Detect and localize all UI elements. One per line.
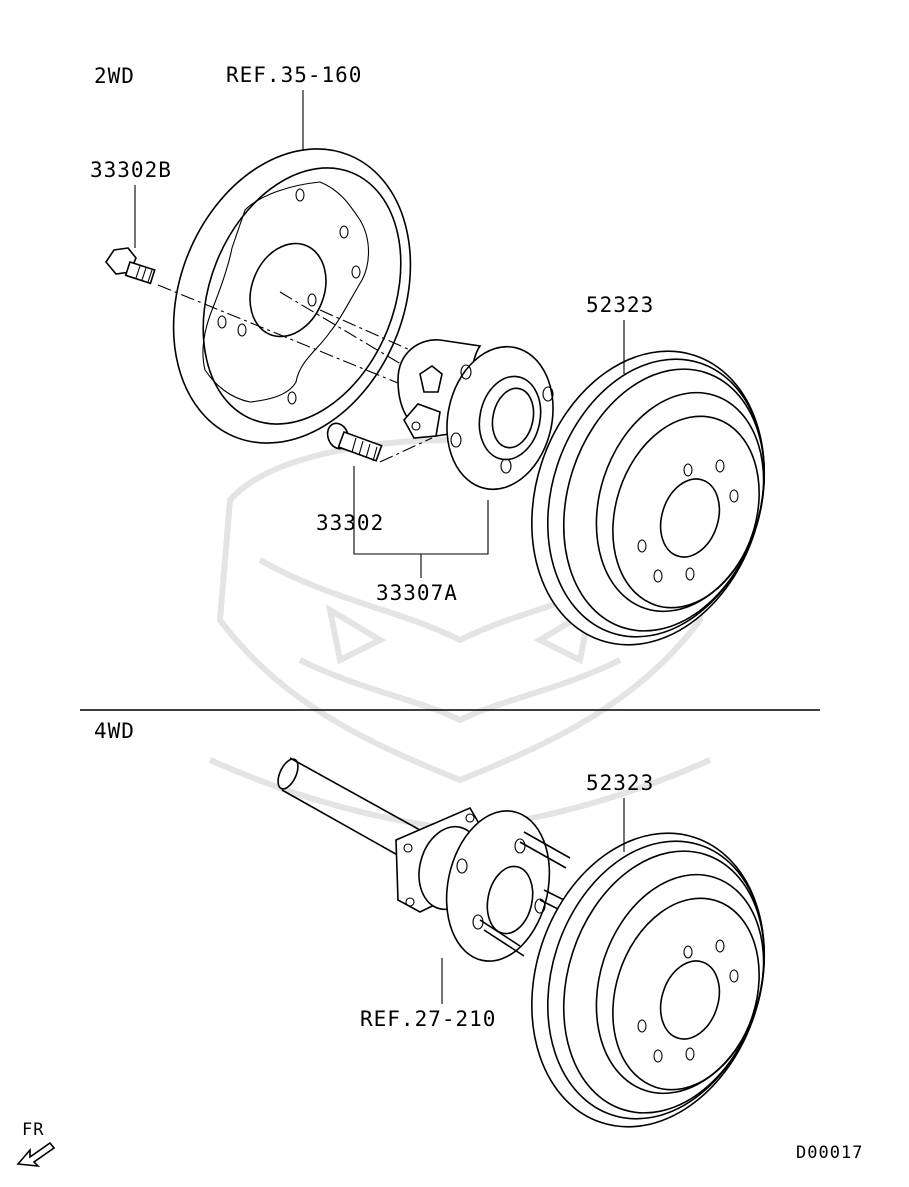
arrow-front-icon	[16, 1141, 56, 1168]
brake-drum-bottom	[531, 832, 766, 1128]
backing-plate	[172, 148, 412, 444]
wheel-studs-4wd	[479, 831, 571, 957]
orientation-label: FR	[22, 1120, 44, 1140]
flange-bolt-33302b	[105, 247, 156, 285]
section-label-2wd: 2WD	[94, 64, 135, 88]
section-label-4wd: 4WD	[94, 719, 135, 743]
hub-bearing-assembly	[397, 339, 554, 491]
axle-shaft	[277, 757, 421, 863]
callout-ref-27-210: REF.27-210	[360, 1007, 496, 1031]
centerline-stud	[379, 437, 433, 463]
centerline-plate	[319, 309, 411, 351]
watermark-emblem	[208, 437, 712, 834]
callout-ref-35-160: REF.35-160	[226, 63, 362, 87]
callout-33302: 33302	[316, 511, 384, 535]
hub-knuckle-4wd	[395, 806, 551, 962]
centerline-bolt	[157, 284, 421, 393]
diagram-code: D00017	[796, 1143, 863, 1163]
callout-52323-top: 52323	[586, 293, 654, 317]
callout-33302b: 33302B	[90, 158, 172, 182]
brake-drum-top	[531, 350, 766, 646]
wheel-stud-33302	[326, 422, 383, 462]
callout-33307a: 33307A	[376, 581, 458, 605]
callout-52323-bottom: 52323	[586, 771, 654, 795]
